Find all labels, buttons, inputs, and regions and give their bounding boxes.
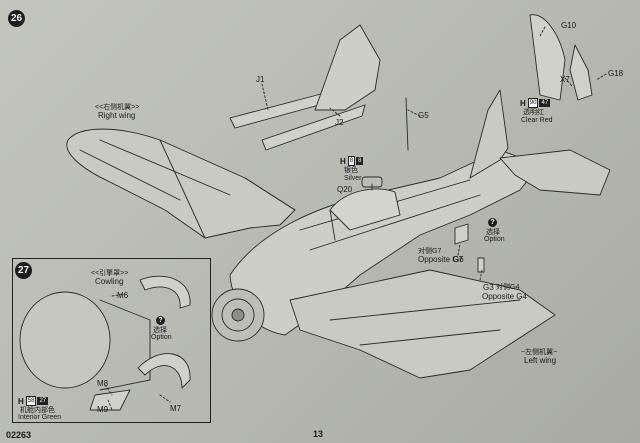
option-label: Option [484, 236, 505, 243]
opposite-g4-label: Opposite G4 [482, 292, 527, 301]
question-circle-icon: ? [156, 316, 165, 325]
paint-silver-cn: 银色 [344, 167, 358, 174]
part-g3: G3 [483, 283, 494, 292]
left-wing-label: Left wing [524, 356, 557, 365]
cowling-flap-m6 [139, 275, 191, 309]
part-m6: M6 [117, 291, 129, 300]
tail-fin-drawing [469, 89, 509, 179]
stabilizer-drawing [499, 149, 611, 196]
paint-interior-green-chip: H 58 27 [18, 396, 49, 406]
canopy-drawing [329, 188, 401, 231]
part-m8: M8 [97, 379, 109, 388]
part-g10: G10 [561, 21, 577, 30]
paint-number: 27 [37, 397, 49, 405]
left-wing-label-cn: ~左侧机翼~ [521, 349, 558, 356]
left-wing-drawing [289, 269, 556, 379]
opposite-g4-cn: 对侧G4 [496, 284, 520, 291]
paint-interior-green-cn: 机舱内部色 [20, 407, 55, 414]
step-26-badge: 26 [8, 10, 25, 27]
part-m9: M9 [97, 405, 109, 414]
part-g18: G18 [608, 69, 624, 78]
part-j2: J2 [335, 118, 344, 127]
paint-number: 8 [356, 157, 364, 165]
part-g6: G6 [453, 255, 464, 264]
tail-part-drawing [314, 24, 381, 111]
paint-clear-red-label: Clear Red [521, 117, 553, 124]
cowling-label-cn: <<引擎罩>> [91, 270, 129, 277]
cowling-flap-m7 [137, 353, 191, 389]
option-label: Option [151, 334, 172, 341]
paint-clear-red-chip: H 90 47 [520, 98, 551, 108]
paint-letter: H [340, 156, 346, 166]
part-j1: J1 [256, 75, 265, 84]
paint-code: 90 [527, 98, 539, 108]
part-q20: Q20 [337, 185, 353, 194]
question-circle-icon: ? [488, 218, 497, 227]
cowling-drawing [19, 291, 111, 389]
cowling-label: Cowling [95, 277, 124, 286]
opposite-g7-label: Opposite G7 [418, 255, 463, 264]
part-g5: G5 [418, 111, 429, 120]
rudder-drawing [529, 14, 566, 101]
right-wing-label-cn: <<右侧机翼>> [95, 104, 140, 111]
paint-silver-label: Silver [344, 175, 362, 182]
step-27-badge: 27 [15, 262, 32, 279]
right-wing-label: Right wing [98, 111, 136, 120]
part-x7: X7 [560, 75, 570, 84]
part-m7: M7 [170, 404, 182, 413]
paint-silver-chip: H 8 8 [340, 156, 364, 166]
paint-clear-red-cn: 透明红 [523, 109, 544, 116]
paint-code: 58 [25, 396, 37, 406]
page-number: 13 [313, 429, 324, 439]
paint-code: 8 [347, 156, 356, 166]
paint-number: 47 [539, 99, 551, 107]
right-wing-drawing [66, 128, 296, 239]
paint-interior-green-label: Interior Green [18, 414, 62, 421]
option-cn: 选择 [486, 229, 500, 236]
paint-letter: H [520, 98, 526, 108]
option-cn: 选择 [153, 327, 167, 334]
step-27-inset [12, 258, 211, 423]
product-code: 02263 [6, 430, 32, 440]
opposite-g7-cn: 对侧G7 [418, 248, 442, 255]
paint-letter: H [18, 396, 24, 406]
